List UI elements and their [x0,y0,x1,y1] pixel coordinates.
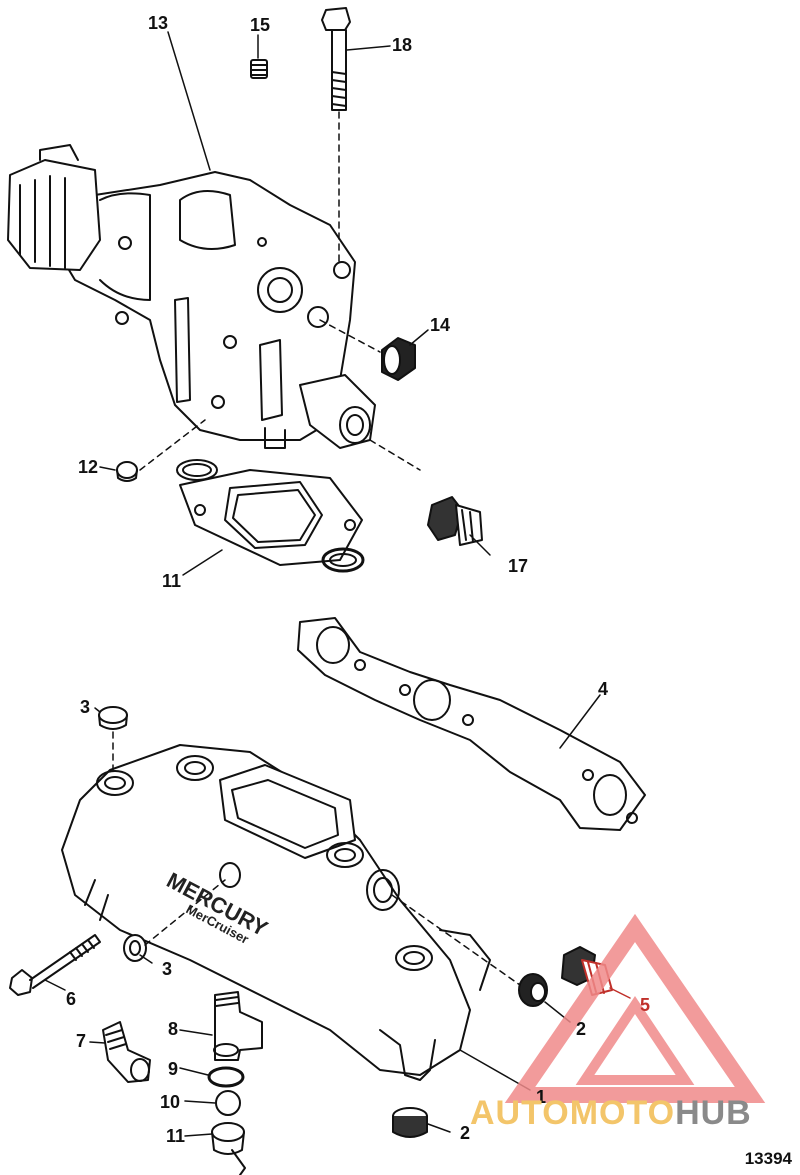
callout-16: 14 [430,315,451,335]
watermark-part2: HUB [675,1094,752,1132]
callout-10: 10 [160,1092,181,1112]
callout-8: 8 [168,1019,179,1039]
callout-6: 6 [66,989,77,1009]
callout-2-right: 2 [576,1019,587,1039]
watermark-part1: AUTOMOTO [470,1094,676,1132]
callout-18: 18 [392,35,413,55]
callout-17: 17 [508,556,529,576]
callout-3-top: 3 [80,697,91,717]
callout-11: 11 [166,1126,186,1146]
callout-12: 11 [162,571,182,591]
callout-15: 15 [250,15,271,35]
plug-part-2b [392,1107,428,1138]
callout-2-bottom: 2 [460,1123,471,1143]
gasket-part-12 [176,459,365,573]
exhaust-manifold-part [61,744,491,1081]
watermark-text: AUTOMOTOHUB [470,1094,752,1133]
elbow-fitting-part-7 [102,1021,151,1083]
o-ring-part-9 [207,1066,245,1088]
plug-part-3a [98,706,128,730]
callout-1: 1 [536,1087,547,1107]
gasket-part-4 [297,617,646,831]
callout-4: 4 [598,679,609,699]
callout-5: 5 [640,995,651,1015]
cap-part-14 [116,461,138,482]
fitting-part-11 [211,1122,246,1175]
fitting-part-17 [427,496,483,546]
exhaust-elbow-part [7,144,376,449]
ball-part-10 [215,1090,241,1116]
callout-13: 13 [148,13,169,33]
figure-number: 13394 [744,1149,792,1168]
callout-14: 12 [78,457,99,477]
plug-part-16 [381,337,416,381]
bolt-part-6 [9,934,101,996]
bolt-part [321,7,351,111]
callout-7: 7 [76,1031,87,1051]
tee-fitting-part-8 [213,991,263,1061]
callout-9: 9 [168,1059,179,1079]
plug-part-2a [518,973,548,1007]
callout-3-bottom: 3 [162,959,173,979]
set-screw-part [250,59,268,79]
watermark-logo [504,913,766,1103]
